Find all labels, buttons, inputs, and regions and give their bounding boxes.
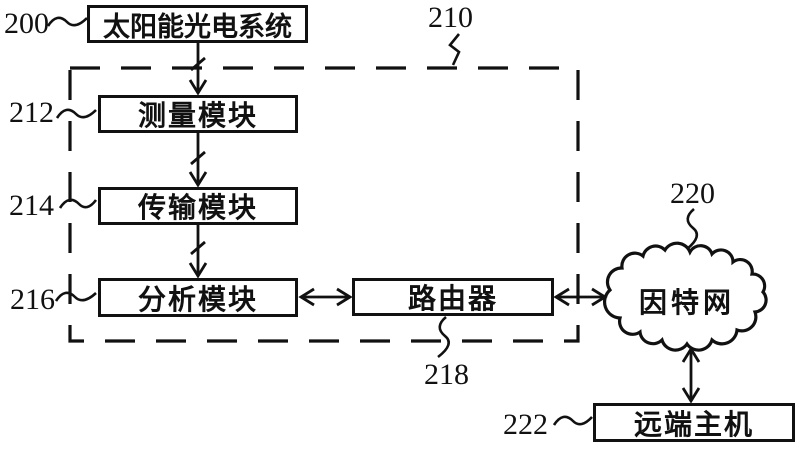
squiggle-ref-222 — [552, 415, 593, 426]
dashed-group-boundary — [68, 66, 580, 343]
squiggle-ref-212 — [55, 108, 97, 119]
ref-label-222: 222 — [503, 408, 548, 441]
ref-label-218: 218 — [424, 358, 469, 391]
ref-label-216: 216 — [10, 283, 55, 316]
ref-label-200: 200 — [4, 7, 49, 40]
arrow-router-internet — [553, 287, 608, 307]
arrow-solar-to-measurement — [188, 43, 208, 96]
arrow-analysis-router — [298, 287, 353, 307]
node-measurement-module: 测量模块 — [98, 95, 298, 133]
ref-label-214: 214 — [9, 189, 54, 222]
squiggle-ref-216 — [54, 291, 97, 302]
ref-label-210: 210 — [428, 1, 473, 34]
arrow-measurement-to-transmission — [188, 133, 208, 188]
node-transmission-module: 传输模块 — [98, 187, 298, 225]
node-remote-host: 远端主机 — [593, 403, 795, 442]
tick-mark — [190, 150, 206, 166]
squiggle-ref-214 — [58, 198, 98, 209]
node-internet-label: 因特网 — [638, 288, 735, 319]
tick-mark — [190, 56, 206, 72]
squiggle-ref-200 — [46, 16, 88, 27]
ref-label-220: 220 — [670, 177, 715, 210]
node-solar-system: 太阳能光电系统 — [87, 5, 308, 43]
squiggle-ref-220 — [686, 208, 699, 251]
squiggle-ref-210 — [448, 33, 461, 66]
node-analysis-module: 分析模块 — [98, 278, 298, 317]
cloud-shape — [602, 241, 768, 352]
squiggle-ref-218 — [437, 316, 450, 359]
ref-label-212: 212 — [9, 96, 54, 129]
arrow-transmission-to-analysis — [188, 225, 208, 279]
tick-mark — [190, 240, 206, 256]
node-router: 路由器 — [352, 278, 554, 316]
arrow-internet-remote — [681, 346, 701, 404]
